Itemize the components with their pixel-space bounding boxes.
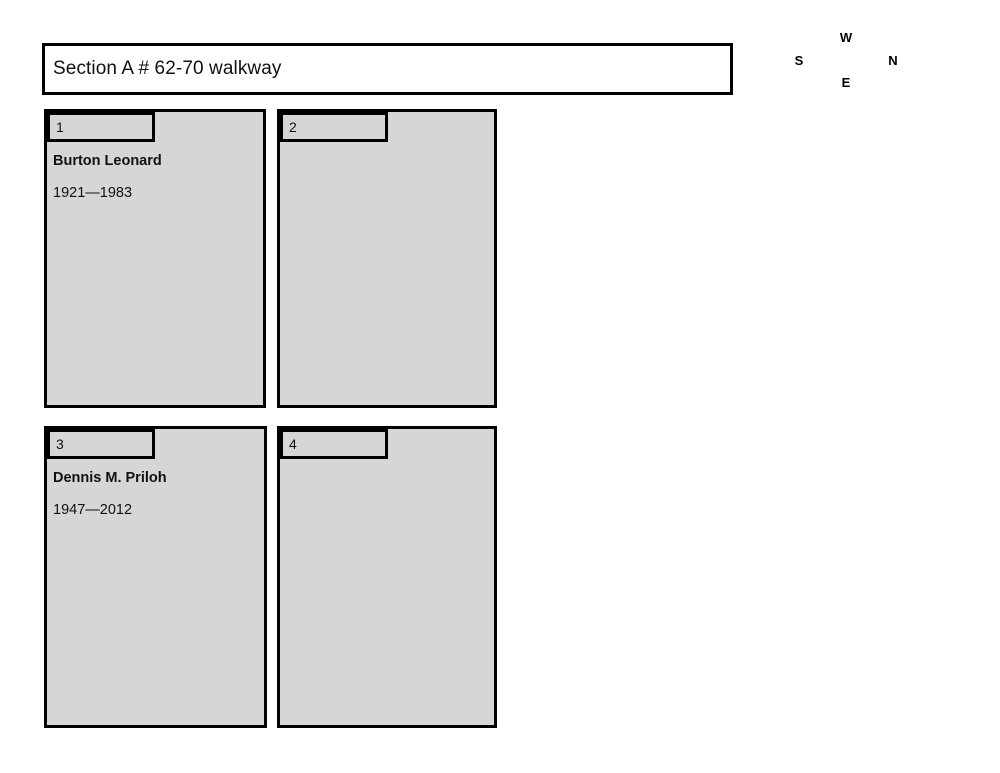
plot-body <box>280 142 494 405</box>
plot-body: Dennis M. Priloh 1947—2012 <box>47 459 264 725</box>
plot-cell-2[interactable]: 2 <box>277 109 497 408</box>
plot-number-label: 3 <box>56 436 64 452</box>
plot-body <box>280 459 494 725</box>
plot-number-badge: 4 <box>280 429 388 459</box>
compass-west-label: W <box>839 30 853 45</box>
compass-north-label: N <box>888 53 898 68</box>
plot-number-label: 4 <box>289 436 297 452</box>
plot-occupant-name: Dennis M. Priloh <box>53 470 167 486</box>
plot-number-label: 1 <box>56 119 64 135</box>
plot-number-label: 2 <box>289 119 297 135</box>
plot-occupant-dates: 1947—2012 <box>53 501 133 518</box>
compass-east-label: E <box>841 75 851 90</box>
compass-rose: W S N E <box>780 14 920 96</box>
plot-cell-1[interactable]: 1 Burton Leonard 1921—1983 <box>44 109 266 408</box>
plot-cell-3[interactable]: 3 Dennis M. Priloh 1947—2012 <box>44 426 267 728</box>
plot-number-badge: 2 <box>280 112 388 142</box>
plot-number-badge: 1 <box>47 112 155 142</box>
compass-south-label: S <box>794 53 804 68</box>
plot-body: Burton Leonard 1921—1983 <box>47 142 263 405</box>
plot-occupant-name: Burton Leonard <box>53 153 162 169</box>
section-title-text: Section A # 62-70 walkway <box>53 57 282 79</box>
plot-occupant-dates: 1921—1983 <box>53 184 133 201</box>
plot-number-badge: 3 <box>47 429 155 459</box>
plot-cell-4[interactable]: 4 <box>277 426 497 728</box>
section-title-box: Section A # 62-70 walkway <box>42 43 733 95</box>
